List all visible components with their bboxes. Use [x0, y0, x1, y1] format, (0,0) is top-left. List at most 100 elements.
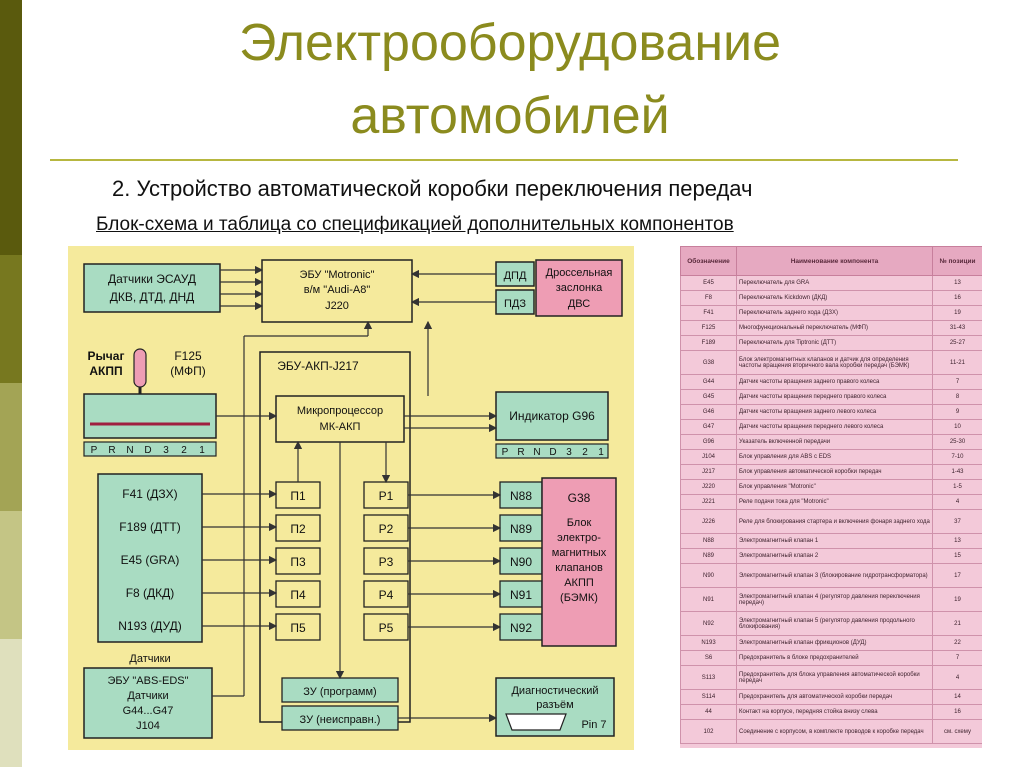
spec-position-cell: 19: [932, 587, 982, 612]
escaud-sensors-box: [83, 263, 221, 313]
sensors-caption: Датчики: [129, 653, 170, 665]
p-port-label: П1: [290, 489, 306, 503]
diagnostic-label-2: разъём: [536, 699, 573, 711]
sidebar-segment: [0, 511, 22, 639]
gear-letter: R: [517, 447, 524, 458]
spec-name-cell: Датчик частоты вращения переднего правог…: [736, 389, 933, 405]
gear-letter: 3: [566, 447, 572, 458]
akp-ecu-label: ЭБУ-АКП-J217: [277, 359, 359, 373]
spec-position-cell: 19: [932, 305, 982, 321]
spec-name-cell: Переключатель для GRA: [736, 275, 933, 291]
spec-designation-cell: 44: [680, 704, 737, 720]
spec-position-cell: 37: [932, 509, 982, 534]
spec-name-cell: Электромагнитный клапан 2: [736, 548, 933, 564]
sidebar-segment: [0, 383, 22, 511]
p-port-label: П2: [290, 522, 306, 536]
microprocessor-box: [275, 395, 405, 443]
spec-name-cell: Датчик частоты вращения заднего правого …: [736, 374, 933, 390]
spec-name-cell: Переключатель заднего хода (ДЗХ): [736, 305, 933, 321]
spec-name-cell: Блок электромагнитных клапанов и датчик …: [736, 350, 933, 375]
spec-header-position: № позиции: [932, 246, 982, 276]
spec-position-cell: 11-21: [932, 350, 982, 375]
specification-table: Обозначение Наименование компонента № по…: [680, 246, 982, 744]
throttle-label-2: заслонка: [556, 282, 603, 294]
spec-name-cell: Переключатель для Tiptronic (ДТТ): [736, 335, 933, 351]
gear-letter: N: [126, 445, 133, 456]
fault-memory-label: ЗУ (неисправн.): [300, 714, 381, 726]
sidebar-decoration: [0, 0, 22, 767]
input-sensor-label: F8 (ДКД): [126, 586, 175, 600]
g38-label-line: магнитных: [552, 547, 607, 559]
p-port-box: [275, 514, 321, 542]
spec-table-header-row: Обозначение Наименование компонента № по…: [680, 246, 982, 276]
valve-box: [499, 580, 543, 608]
spec-position-cell: 14: [932, 689, 982, 705]
abs-label-line: ЭБУ "ABS-EDS": [107, 675, 188, 687]
sidebar-segment: [0, 0, 22, 255]
spec-designation-cell: E45: [680, 275, 737, 291]
spec-designation-cell: G45: [680, 389, 737, 405]
spec-designation-cell: S6: [680, 650, 737, 666]
gear-letter: 2: [582, 447, 588, 458]
valve-label: N91: [510, 588, 532, 602]
abs-label-line: G44...G47: [123, 705, 174, 717]
spec-designation-cell: G47: [680, 419, 737, 435]
spec-name-cell: Многофункциональный переключатель (МФП): [736, 320, 933, 336]
spec-position-cell: 1-5: [932, 479, 982, 495]
p-port-label: П4: [290, 588, 306, 602]
throttle-label-1: Дроссельная: [546, 267, 613, 279]
spec-position-cell: 9: [932, 404, 982, 420]
lever-label-1: Рычаг: [88, 349, 125, 363]
spec-name-cell: Электромагнитный клапан 1: [736, 533, 933, 549]
spec-position-cell: 25-27: [932, 335, 982, 351]
spec-designation-cell: J217: [680, 464, 737, 480]
spec-designation-cell: F8: [680, 290, 737, 306]
spec-name-cell: Блок управления автоматической коробки п…: [736, 464, 933, 480]
valve-box: [499, 547, 543, 575]
title-divider: [50, 159, 958, 161]
r-port-box: [363, 613, 409, 641]
gear-letter: D: [144, 445, 151, 456]
gear-letter: 1: [598, 447, 604, 458]
gear-letter: 1: [199, 445, 205, 456]
sidebar-segment: [0, 639, 22, 767]
slide-caption: Блок-схема и таблица со спецификацией до…: [96, 214, 734, 235]
spec-position-cell: 25-30: [932, 434, 982, 450]
gear-letter: 2: [181, 445, 187, 456]
spec-name-cell: Предохранитель для блока управления авто…: [736, 665, 933, 690]
spec-name-cell: Переключатель Kickdown (ДКД): [736, 290, 933, 306]
spec-designation-cell: N89: [680, 548, 737, 564]
gear-letter: P: [502, 447, 509, 458]
spec-name-cell: Электромагнитный клапан 5 (регулятор дав…: [736, 611, 933, 636]
spec-designation-cell: S114: [680, 689, 737, 705]
abs-eds-box: [83, 667, 213, 739]
indicator-box: [495, 391, 609, 441]
spec-designation-cell: S113: [680, 665, 737, 690]
p-port-label: П5: [290, 621, 306, 635]
specification-table-panel: Обозначение Наименование компонента № по…: [680, 246, 982, 748]
r-port-label: Р3: [379, 555, 394, 569]
spec-designation-cell: F125: [680, 320, 737, 336]
spec-designation-cell: N88: [680, 533, 737, 549]
spec-position-cell: 13: [932, 533, 982, 549]
spec-name-cell: Датчик частоты вращения заднего левого к…: [736, 404, 933, 420]
pdz-box: [495, 289, 535, 315]
spec-designation-cell: J226: [680, 509, 737, 534]
pin-label: Pin 7: [581, 719, 606, 731]
solenoid-valves: N88 N89 N90 N91 N92: [499, 481, 543, 641]
g38-label-line: электро-: [557, 532, 601, 544]
microprocessor-label: Микропроцессор: [297, 405, 383, 417]
gear-letter: P: [91, 445, 98, 456]
spec-position-cell: 1-43: [932, 464, 982, 480]
lever-label-2: АКПП: [89, 364, 122, 378]
